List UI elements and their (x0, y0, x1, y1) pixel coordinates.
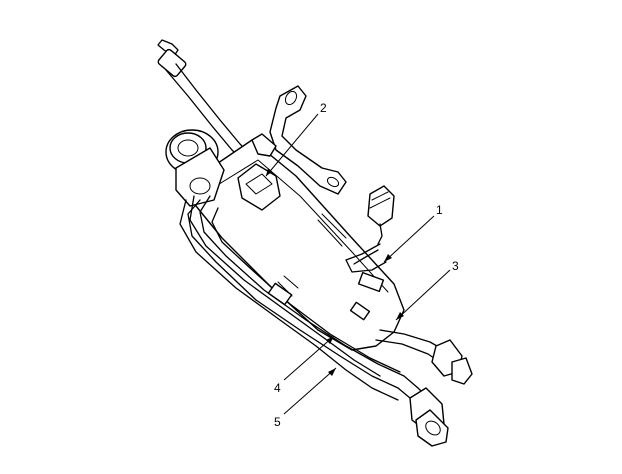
filter-top-cap (165, 129, 225, 207)
leader-line-2 (265, 113, 319, 177)
arrowhead-1 (384, 254, 392, 262)
leader-line-3 (395, 269, 451, 321)
callout-1: 1 (436, 203, 443, 217)
arrowhead-3 (396, 312, 404, 320)
electrical-connector (345, 185, 395, 273)
leader-line-5 (283, 367, 337, 415)
callout-4: 4 (274, 381, 281, 395)
arrowhead-5 (328, 368, 336, 376)
fuel-filter-body (195, 139, 405, 351)
leader-line-1 (383, 215, 435, 263)
arrowhead-4 (326, 336, 334, 344)
leader-lines (265, 113, 451, 415)
arrowhead-2 (266, 168, 272, 176)
supply-hose (179, 195, 399, 401)
callout-5: 5 (274, 415, 281, 429)
callout-3: 3 (452, 259, 459, 273)
callout-2: 2 (320, 101, 327, 115)
sensor-connector (237, 133, 281, 211)
outlet-pipe (375, 329, 473, 385)
hose-clips (267, 271, 385, 321)
leader-arrows (266, 168, 404, 376)
return-hose (187, 195, 431, 409)
lower-flare-fitting (409, 387, 449, 447)
leader-line-4 (283, 335, 335, 381)
